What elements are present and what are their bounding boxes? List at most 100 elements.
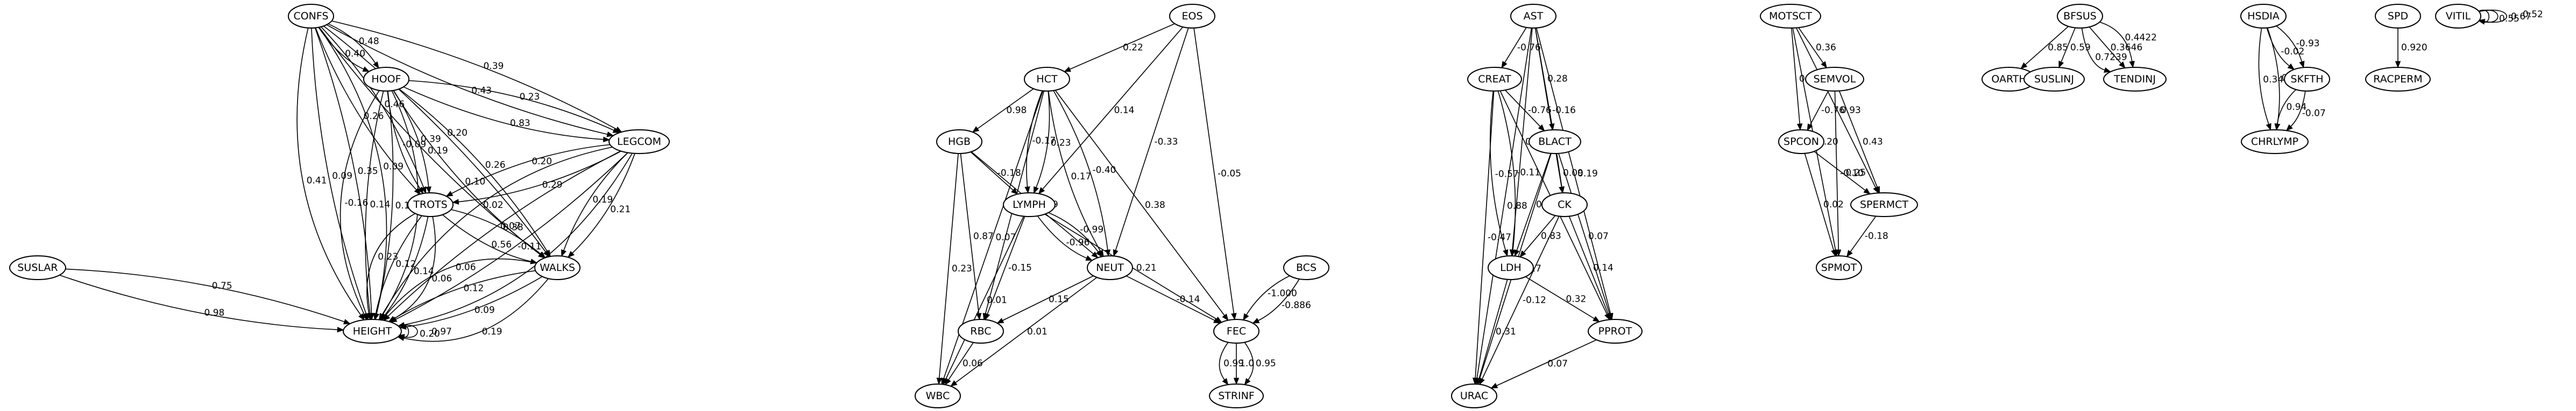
edge-weight-label: 0.07: [1588, 231, 1609, 242]
arrowhead: [1835, 249, 1842, 257]
node-rbc[interactable]: RBC: [958, 319, 1004, 344]
node-label: HCT: [1036, 73, 1058, 85]
edge-line: [397, 324, 418, 338]
node-fec[interactable]: FEC: [1213, 319, 1259, 344]
edge-trots-height: 0.23: [366, 213, 416, 321]
arrowhead: [1233, 378, 1240, 385]
node-ast[interactable]: AST: [1510, 4, 1556, 29]
node-label: LEGCOM: [617, 136, 661, 148]
node-pprot[interactable]: PPROT: [1588, 319, 1643, 344]
node-ellipse: [1510, 4, 1556, 29]
arrowhead: [1501, 61, 1508, 68]
edge-hoof-height: -0.16: [339, 90, 380, 321]
edge-line: [1193, 27, 1235, 315]
arrowhead: [1796, 123, 1803, 131]
edge-line: [393, 90, 541, 255]
edge-weight-label: 0.26: [485, 160, 506, 171]
node-blact[interactable]: BLACT: [1528, 129, 1581, 154]
node-label: MOTSCT: [1769, 10, 1812, 22]
node-trots[interactable]: TROTS: [407, 192, 454, 217]
node-lymph[interactable]: LYMPH: [1003, 192, 1056, 217]
node-suslar[interactable]: SUSLAR: [9, 255, 66, 280]
edge-weight-label: 0.85: [2048, 42, 2068, 53]
edge-weight-label: 0.09: [332, 171, 352, 182]
node-label: SPMOT: [1821, 262, 1857, 274]
node-creat[interactable]: CREAT: [1467, 67, 1522, 92]
node-hgb[interactable]: HGB: [936, 129, 982, 154]
node-bcs[interactable]: BCS: [1283, 255, 1329, 280]
edge-neut-fec: -0.14: [1126, 275, 1221, 324]
node-spmot[interactable]: SPMOT: [1816, 255, 1862, 280]
arrowhead: [2058, 60, 2064, 68]
node-bfsus[interactable]: BFSUS: [2057, 4, 2103, 29]
arrowhead: [1831, 249, 1837, 257]
node-neut[interactable]: NEUT: [1087, 255, 1133, 280]
node-legcom[interactable]: LEGCOM: [608, 129, 670, 154]
node-ellipse: [2241, 129, 2309, 154]
arrowhead: [985, 312, 990, 321]
node-label: SPERMCT: [1860, 199, 1908, 211]
node-tendinj[interactable]: TENDINJ: [2103, 67, 2167, 92]
arrowhead: [451, 199, 459, 205]
node-urac[interactable]: URAC: [1451, 384, 1497, 408]
arrowhead: [567, 250, 575, 258]
edge-weight-label: -0.33: [1155, 137, 1178, 148]
edge-line: [1568, 216, 1609, 315]
node-confs[interactable]: CONFS: [288, 4, 334, 29]
node-motsct[interactable]: MOTSCT: [1760, 4, 1821, 29]
edge-weight-label: 0.12: [464, 283, 484, 294]
node-height[interactable]: HEIGHT: [343, 319, 402, 344]
edge-spd-racperm: 0.920: [2395, 28, 2428, 68]
arrowhead: [1476, 377, 1482, 385]
edge-line: [1814, 151, 1866, 191]
arrowhead: [1011, 187, 1018, 195]
edge-bfsus-tendinj: 0.4422: [2099, 22, 2157, 68]
edge-weight-label: 0.87: [973, 231, 994, 242]
edge-motsct-semvol: 0.36: [1798, 27, 1836, 68]
arrowhead: [373, 312, 379, 321]
edge-weight-label: 0.38: [503, 222, 523, 233]
node-label: CK: [1558, 199, 1572, 211]
node-wbc[interactable]: WBC: [915, 384, 961, 408]
node-ck[interactable]: CK: [1541, 192, 1588, 217]
node-spcon[interactable]: SPCON: [1778, 129, 1824, 154]
edge-hct-lymph: 0.23: [1034, 90, 1071, 194]
edge-line: [1481, 216, 1560, 380]
node-ellipse: [1283, 255, 1329, 280]
node-semvol[interactable]: SEMVOL: [1805, 67, 1864, 92]
edge-line: [1475, 90, 1495, 379]
node-suslinj[interactable]: SUSLINJ: [2023, 67, 2085, 92]
node-spermct[interactable]: SPERMCT: [1850, 192, 1918, 217]
edge-line: [2099, 22, 2133, 62]
edge-line: [1048, 212, 1099, 253]
node-oarth[interactable]: OARTH: [1981, 67, 2036, 92]
node-skfth[interactable]: SKFTH: [2284, 67, 2330, 92]
arrowhead: [1605, 312, 1611, 321]
edge-line: [1244, 342, 1254, 381]
edge-bcs-fec: -0.886: [1252, 278, 1311, 324]
edge-weight-label: 0.25: [1845, 168, 1866, 178]
edge-line: [1478, 279, 1508, 379]
arrowhead: [950, 380, 958, 387]
node-strinf[interactable]: STRINF: [1209, 384, 1264, 408]
node-walks[interactable]: WALKS: [534, 255, 581, 280]
node-hct[interactable]: HCT: [1024, 67, 1070, 92]
edge-line: [1505, 89, 1541, 128]
edge-line: [1476, 27, 1532, 379]
node-chrlymp[interactable]: CHRLYMP: [2241, 129, 2309, 154]
node-label: LDH: [1500, 262, 1521, 274]
node-ldh[interactable]: LDH: [1488, 255, 1534, 280]
node-racperm[interactable]: RACPERM: [2365, 67, 2431, 92]
node-hoof[interactable]: HOOF: [363, 67, 409, 92]
node-eos[interactable]: EOS: [1169, 4, 1215, 29]
edge-blact-ck: 0.09: [1556, 153, 1583, 194]
edge-weight-label: -0.47: [1488, 232, 1511, 243]
edge-weight-label: 0.40: [345, 48, 365, 59]
edge-weight-label: 0.39: [421, 134, 441, 144]
node-vitil[interactable]: VITIL: [2435, 4, 2481, 29]
arrowhead: [2299, 60, 2305, 68]
node-hsdia[interactable]: HSDIA: [2240, 4, 2287, 29]
arrowhead: [1510, 249, 1516, 257]
edge-spcon-spmot: 0.02: [1804, 153, 1844, 257]
node-spd[interactable]: SPD: [2375, 4, 2421, 29]
